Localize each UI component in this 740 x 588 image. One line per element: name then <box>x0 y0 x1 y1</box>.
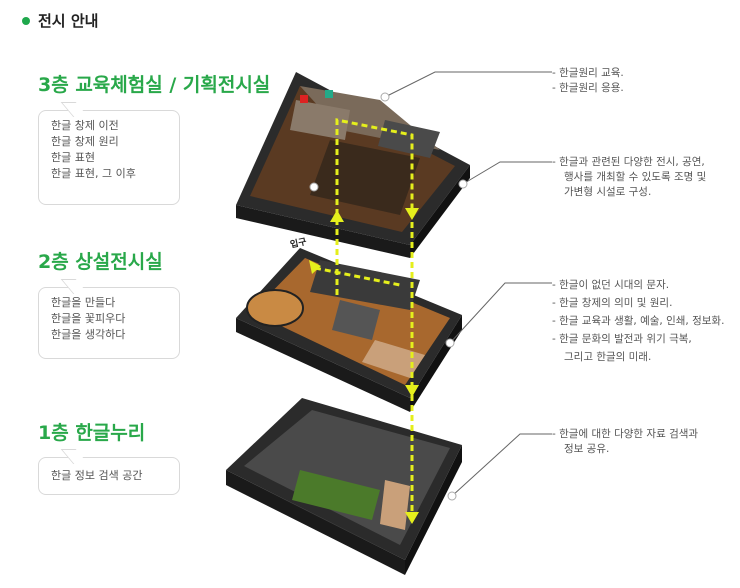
bullet-dot-icon <box>22 16 30 25</box>
floor3-edu-description: - 한글원리 교육. - 한글원리 응용. <box>552 66 624 96</box>
list-item: - 한글 문화의 발전과 위기 극복, <box>552 333 692 345</box>
list-item: 행사를 개최할 수 있도록 조명 및 <box>564 171 707 183</box>
callout-markers <box>309 92 468 501</box>
section-header: 전시 안내 <box>22 10 98 31</box>
route-arrows <box>314 118 414 515</box>
floor2-card: 한글을 만들다 한글을 꽃피우다 한글을 생각하다 <box>38 279 180 359</box>
list-item: - 한글 창제의 의미 및 원리. <box>552 297 673 309</box>
list-item: 그리고 한글의 미래. <box>564 351 652 363</box>
list-item: 정보 공유. <box>564 443 610 455</box>
list-item: - 한글원리 응용. <box>552 82 624 94</box>
list-item: 한글을 꽃피우다 <box>51 312 126 325</box>
list-item: 한글을 만들다 <box>51 296 116 309</box>
list-item: 가변형 시설로 구성. <box>564 186 652 198</box>
floor2-model <box>236 248 462 412</box>
floor3-title: 3층 교육체험실 / 기획전시실 <box>38 74 271 96</box>
floor3-card: 한글 창제 이전 한글 창제 원리 한글 표현 한글 표현, 그 이후 <box>38 102 180 205</box>
callout-lines <box>384 71 552 497</box>
list-item: 한글 정보 검색 공간 <box>51 469 143 482</box>
floor3-exhibit-description: - 한글과 관련된 다양한 전시, 공연, 행사를 개최할 수 있도록 조명 및… <box>552 155 706 200</box>
list-item: 한글 창제 이전 <box>51 119 119 132</box>
floor1-model <box>226 398 462 575</box>
list-item: 한글 표현 <box>51 151 95 164</box>
list-item: - 한글과 관련된 다양한 전시, 공연, <box>552 156 705 168</box>
floor1-description: - 한글에 대한 다양한 자료 검색과 정보 공유. <box>552 427 698 457</box>
list-item: - 한글에 대한 다양한 자료 검색과 <box>552 428 699 440</box>
list-item: - 한글원리 교육. <box>552 67 624 79</box>
floor1-card: 한글 정보 검색 공간 <box>38 449 180 495</box>
list-item: - 한글이 없던 시대의 문자. <box>552 279 670 291</box>
floor1-title: 1층 한글누리 <box>38 422 146 444</box>
list-item: 한글 창제 원리 <box>51 135 119 148</box>
list-item: 한글을 생각하다 <box>51 328 126 341</box>
floor2-title: 2층 상설전시실 <box>38 251 163 273</box>
list-item: 한글 표현, 그 이후 <box>51 167 136 180</box>
floor3-model <box>236 72 470 258</box>
floor2-description: - 한글이 없던 시대의 문자. - 한글 창제의 의미 및 원리. - 한글 … <box>552 276 724 366</box>
arrow-heads <box>309 208 419 524</box>
list-item: - 한글 교육과 생활, 예술, 인쇄, 정보화. <box>552 315 725 327</box>
page-title: 전시 안내 <box>38 12 99 30</box>
